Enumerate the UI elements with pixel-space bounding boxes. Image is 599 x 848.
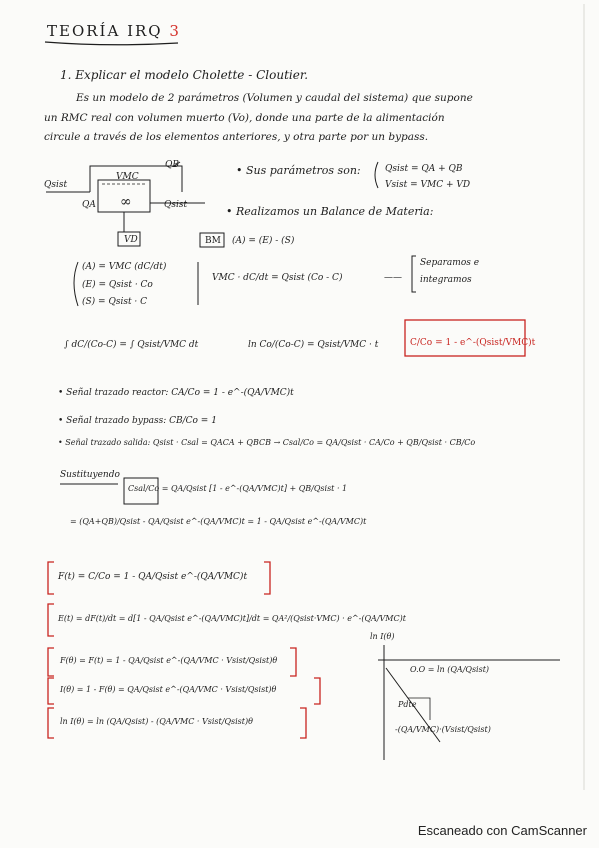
integration-ln: ln Co/(Co-C) = Qsist/VMC · t: [248, 340, 379, 350]
function-ftheta: F(θ) = F(t) = 1 - QA/Qsist e^-(QA/VMC · …: [60, 656, 278, 665]
substituting-eq1: Csal/Co = QA/Qsist [1 - e^-(QA/VMC)t] + …: [128, 484, 348, 493]
graph-slope: -(QA/VMC)·(Vsist/Qsist): [395, 725, 491, 734]
intro-line-1: Es un modelo de 2 parámetros (Volumen y …: [76, 92, 473, 104]
bm-box: [199, 232, 225, 248]
signal-salida: • Señal trazado salida: Qsist · Csal = Q…: [58, 438, 476, 447]
graph-ylabel: ln I(θ): [370, 632, 395, 641]
title-number: 3: [169, 22, 181, 40]
reactor-box: [97, 179, 151, 213]
signal-reactor: • Señal trazado reactor: CA/Co = 1 - e^-…: [58, 388, 294, 398]
intro-line-3: circule a través de los elementos anteri…: [44, 131, 429, 143]
graph-intercept: O.O = ln (QA/Qsist): [410, 665, 490, 674]
title-underline: [44, 41, 179, 46]
system-note-1: Separamos e: [420, 258, 480, 268]
diagram-vmc: VMC: [116, 172, 139, 182]
system-combined: VMC · dC/dt = Qsist (Co - C): [212, 273, 343, 283]
graph-pdte: Pdte: [398, 700, 417, 709]
function-ln-i: ln I(θ) = ln (QA/Qsist) - (QA/VMC · Vsis…: [60, 717, 253, 726]
diagram-qsist-in: Qsist: [44, 180, 68, 190]
slope-triangle: [408, 697, 431, 720]
signal-bypass: • Señal trazado bypass: CB/Co = 1: [58, 416, 217, 426]
system-s: (S) = Qsist · C: [82, 297, 148, 307]
page-title: TEORÍA IRQ 3: [47, 22, 181, 40]
title-text: TEORÍA IRQ: [47, 22, 163, 40]
diagram-vd: VD: [124, 235, 138, 245]
function-e: E(t) = dF(t)/dt = d[1 - QA/Qsist e^-(QA/…: [58, 614, 406, 623]
function-f: F(t) = C/Co = 1 - QA/Qsist e^-(QA/VMC)t: [58, 572, 248, 582]
question-heading: 1. Explicar el modelo Cholette - Cloutie…: [60, 68, 309, 82]
diagram-infinity: ∞: [120, 194, 132, 210]
params-label: • Sus parámetros son:: [236, 164, 361, 177]
function-itheta: I(θ) = 1 - F(θ) = QA/Qsist e^-(QA/VMC · …: [60, 685, 277, 694]
substituting-eq2: = (QA+QB)/Qsist - QA/Qsist e^-(QA/VMC)t …: [70, 517, 367, 526]
balance-bm: BM: [205, 236, 221, 246]
graph-line: [385, 667, 441, 743]
balance-eq: (A) = (E) - (S): [232, 236, 295, 246]
params-eq2: Vsist = VMC + VD: [385, 180, 471, 190]
vd-box: [117, 231, 141, 247]
diagram-qa: QA: [82, 200, 96, 210]
intro-line-2: un RMC real con volumen muerto (Vo), don…: [44, 112, 445, 124]
system-arrow: ——: [384, 273, 402, 283]
scanner-watermark: Escaneado con CamScanner: [417, 823, 587, 838]
params-eq1: Qsist = QA + QB: [385, 164, 463, 174]
bypass-line: [89, 165, 183, 192]
balance-label: • Realizamos un Balance de Materia:: [226, 205, 434, 218]
system-e: (E) = Qsist · Co: [82, 280, 153, 290]
system-note-2: integramos: [420, 275, 472, 285]
diagram-qsist-out: Qsist: [164, 200, 188, 210]
integration-lhs: ∫ dC/(Co-C) = ∫ Qsist/VMC dt: [64, 340, 199, 350]
substituting-label: Sustituyendo: [60, 470, 120, 480]
result-box: [404, 319, 526, 357]
integration-result: C/Co = 1 - e^-(Qsist/VMC)t: [410, 338, 536, 348]
diagram-qb: QB: [165, 160, 179, 170]
system-a: (A) = VMC (dC/dt): [82, 262, 167, 272]
